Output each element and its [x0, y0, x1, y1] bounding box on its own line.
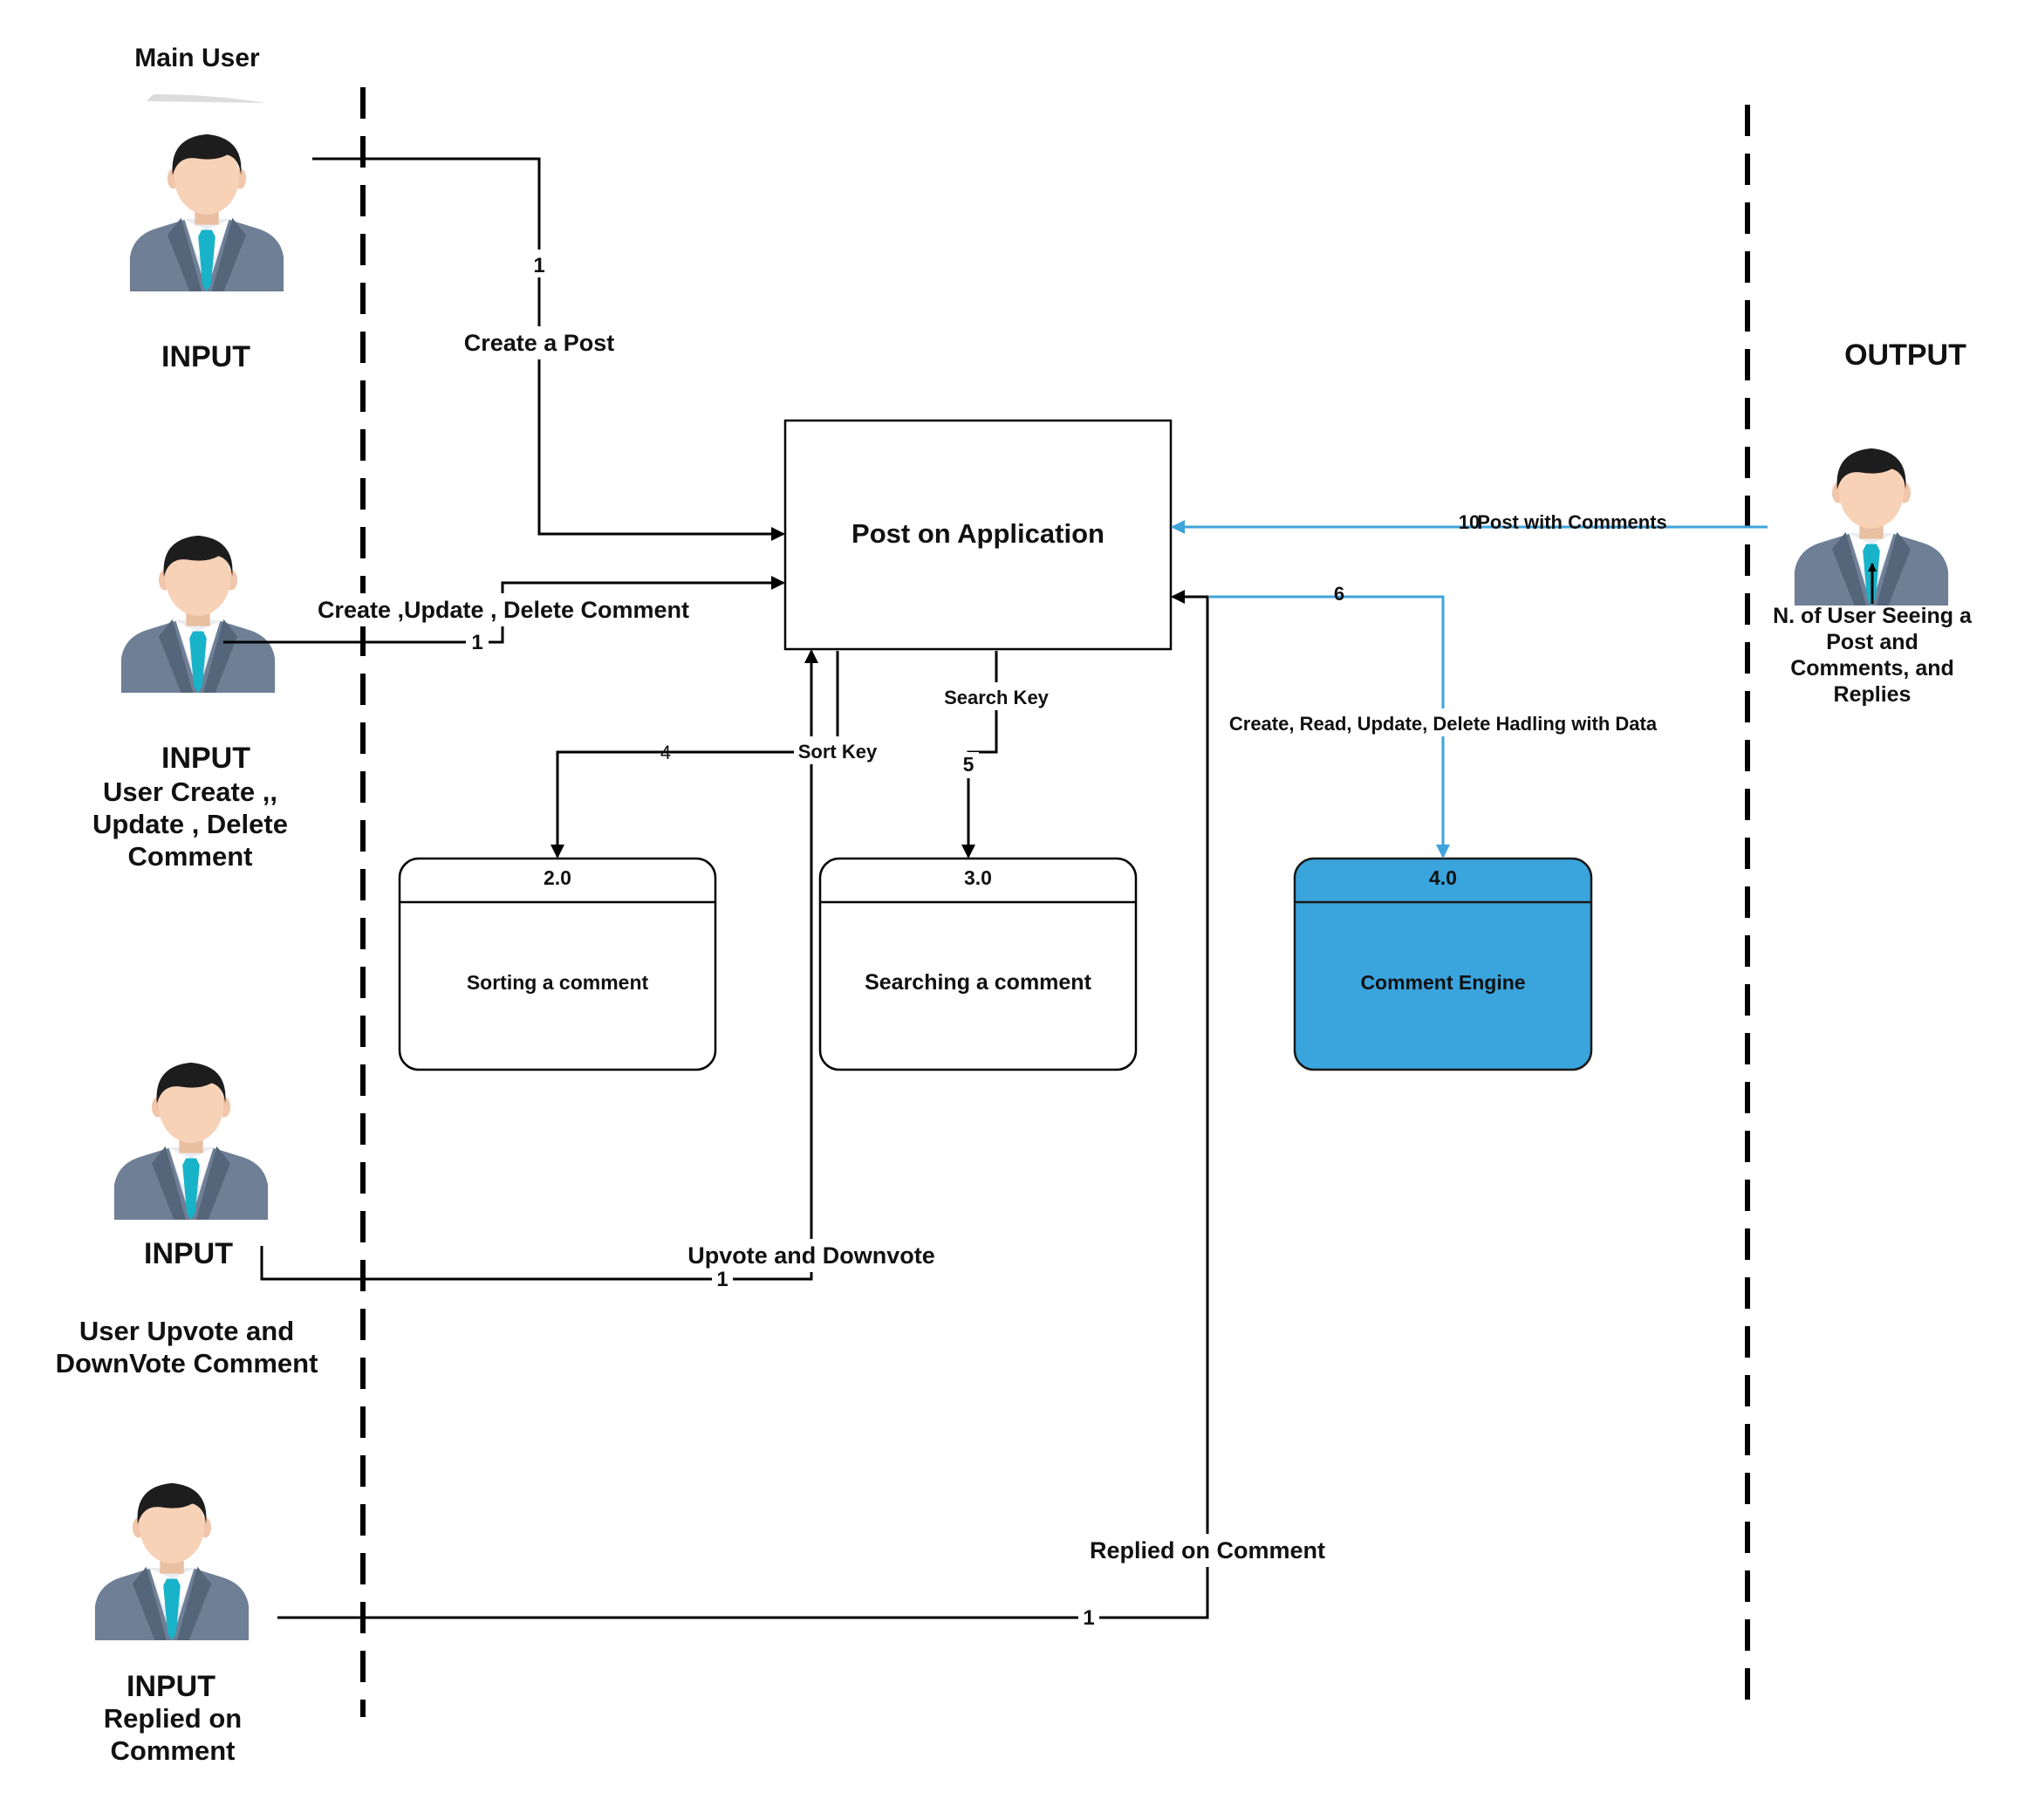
flow-line [260, 649, 818, 1281]
person-icon [120, 535, 276, 693]
flow-sort[interactable]: Sort Key 4 [551, 651, 881, 859]
output-user-desc-line: Comments, and [1790, 656, 1954, 681]
flow-label: Create, Read, Update, Delete Hadling wit… [1229, 713, 1658, 735]
flow-number: 6 [1334, 583, 1344, 605]
comment-user-role: INPUT [161, 742, 250, 775]
flow-line [551, 651, 839, 859]
process-label: Sorting a comment [467, 971, 649, 994]
reply-user-desc-line: Replied on [104, 1703, 242, 1734]
flow-label: Create a Post [464, 330, 615, 356]
flow-number: 1 [1083, 1606, 1094, 1630]
flow-number: 1 [716, 1268, 728, 1291]
external-entity-reply-user[interactable]: INPUT Replied on Comment [94, 1482, 250, 1766]
flow-create-post[interactable]: 1 Create a Post [312, 157, 785, 541]
flow-label: Upvote and Downvote [687, 1242, 935, 1269]
process-label: Comment Engine [1360, 971, 1525, 994]
label-bg [1220, 708, 1666, 736]
label-bg [461, 326, 618, 359]
label-bg [712, 1267, 733, 1291]
paper-plane-icon [147, 94, 267, 103]
central-process-box [783, 419, 1173, 651]
label-bg [958, 752, 979, 778]
label-bg [316, 593, 691, 626]
person-icon [113, 1062, 269, 1220]
flow-reply[interactable]: Replied on Comment 1 [277, 590, 1338, 1630]
flow-label: Search Key [944, 687, 1050, 708]
process-box [1293, 857, 1593, 1071]
comment-user-desc-line: Update , Delete [92, 809, 288, 839]
person-icon [94, 1482, 250, 1640]
central-process-label: Post on Application [851, 518, 1104, 549]
vote-user-role: INPUT [144, 1237, 233, 1270]
flow-number: 4 [660, 742, 671, 763]
flow-number: 1 [471, 631, 482, 654]
comment-user-desc-line: User Create ,, [103, 777, 277, 807]
output-user-desc-line: Replies [1834, 682, 1911, 707]
label-bg [1078, 1534, 1338, 1567]
person-icon [129, 133, 284, 291]
reply-user-role: INPUT [127, 1670, 215, 1703]
label-bg [939, 682, 1054, 710]
flow-label: Create ,Update , Delete Comment [318, 597, 689, 623]
vote-user-desc-line: User Upvote and [79, 1316, 294, 1346]
flow-line [277, 590, 1209, 1619]
output-user-desc-line: Post and [1826, 630, 1918, 654]
flow-crud-comment[interactable]: Create ,Update , Delete Comment 1 [223, 576, 785, 654]
main-user-title: Main User [134, 44, 260, 72]
flow-label: Post with Comments [1477, 511, 1667, 533]
flow-engine[interactable]: 6 Create, Read, Update, Delete Hadling w… [1209, 583, 1666, 859]
external-entity-main-user[interactable]: Main User INPUT [129, 44, 284, 373]
process-4-comment-engine[interactable]: 4.0 Comment Engine [1293, 857, 1593, 1071]
process-id: 4.0 [1429, 866, 1457, 889]
flow-vote[interactable]: Upvote and Downvote 1 [260, 649, 939, 1291]
label-bg [794, 736, 881, 764]
label-bg [466, 630, 489, 654]
flow-output[interactable]: 10 Post with Comments [1171, 511, 1768, 534]
process-label: Searching a comment [865, 970, 1091, 995]
output-user-role: OUTPUT [1844, 339, 1966, 372]
flow-line [1209, 595, 1450, 859]
flow-number: 10 [1459, 511, 1480, 533]
external-entity-output-user[interactable]: OUTPUT N. of User Seeing a Post and Comm… [1773, 339, 1973, 707]
central-process-post-on-application[interactable]: Post on Application [783, 419, 1173, 651]
process-id: 2.0 [544, 866, 571, 889]
reply-user-desc-line: Comment [111, 1735, 236, 1766]
label-bg [527, 250, 551, 277]
flow-search[interactable]: Search Key 5 [939, 651, 1054, 859]
process-box [818, 857, 1138, 1071]
process-id: 3.0 [964, 866, 992, 889]
label-bg [1078, 1605, 1099, 1630]
flow-number: 1 [533, 254, 544, 277]
process-box [398, 857, 717, 1071]
main-user-role: INPUT [161, 340, 250, 373]
flow-number: 5 [963, 753, 975, 776]
flow-label: Replied on Comment [1090, 1537, 1325, 1563]
vote-user-desc-line: DownVote Comment [56, 1348, 318, 1379]
comment-user-desc-line: Comment [128, 841, 253, 872]
external-entity-vote-user[interactable]: INPUT User Upvote and DownVote Comment [56, 1062, 318, 1379]
flow-label: Sort Key [798, 741, 878, 763]
process-2-sorting[interactable]: 2.0 Sorting a comment [398, 857, 717, 1071]
external-entity-comment-user[interactable]: INPUT User Create ,, Update , Delete Com… [92, 535, 288, 872]
process-3-searching[interactable]: 3.0 Searching a comment [818, 857, 1138, 1071]
label-bg [684, 1239, 939, 1272]
output-user-desc-line: N. of User Seeing a [1773, 604, 1973, 628]
